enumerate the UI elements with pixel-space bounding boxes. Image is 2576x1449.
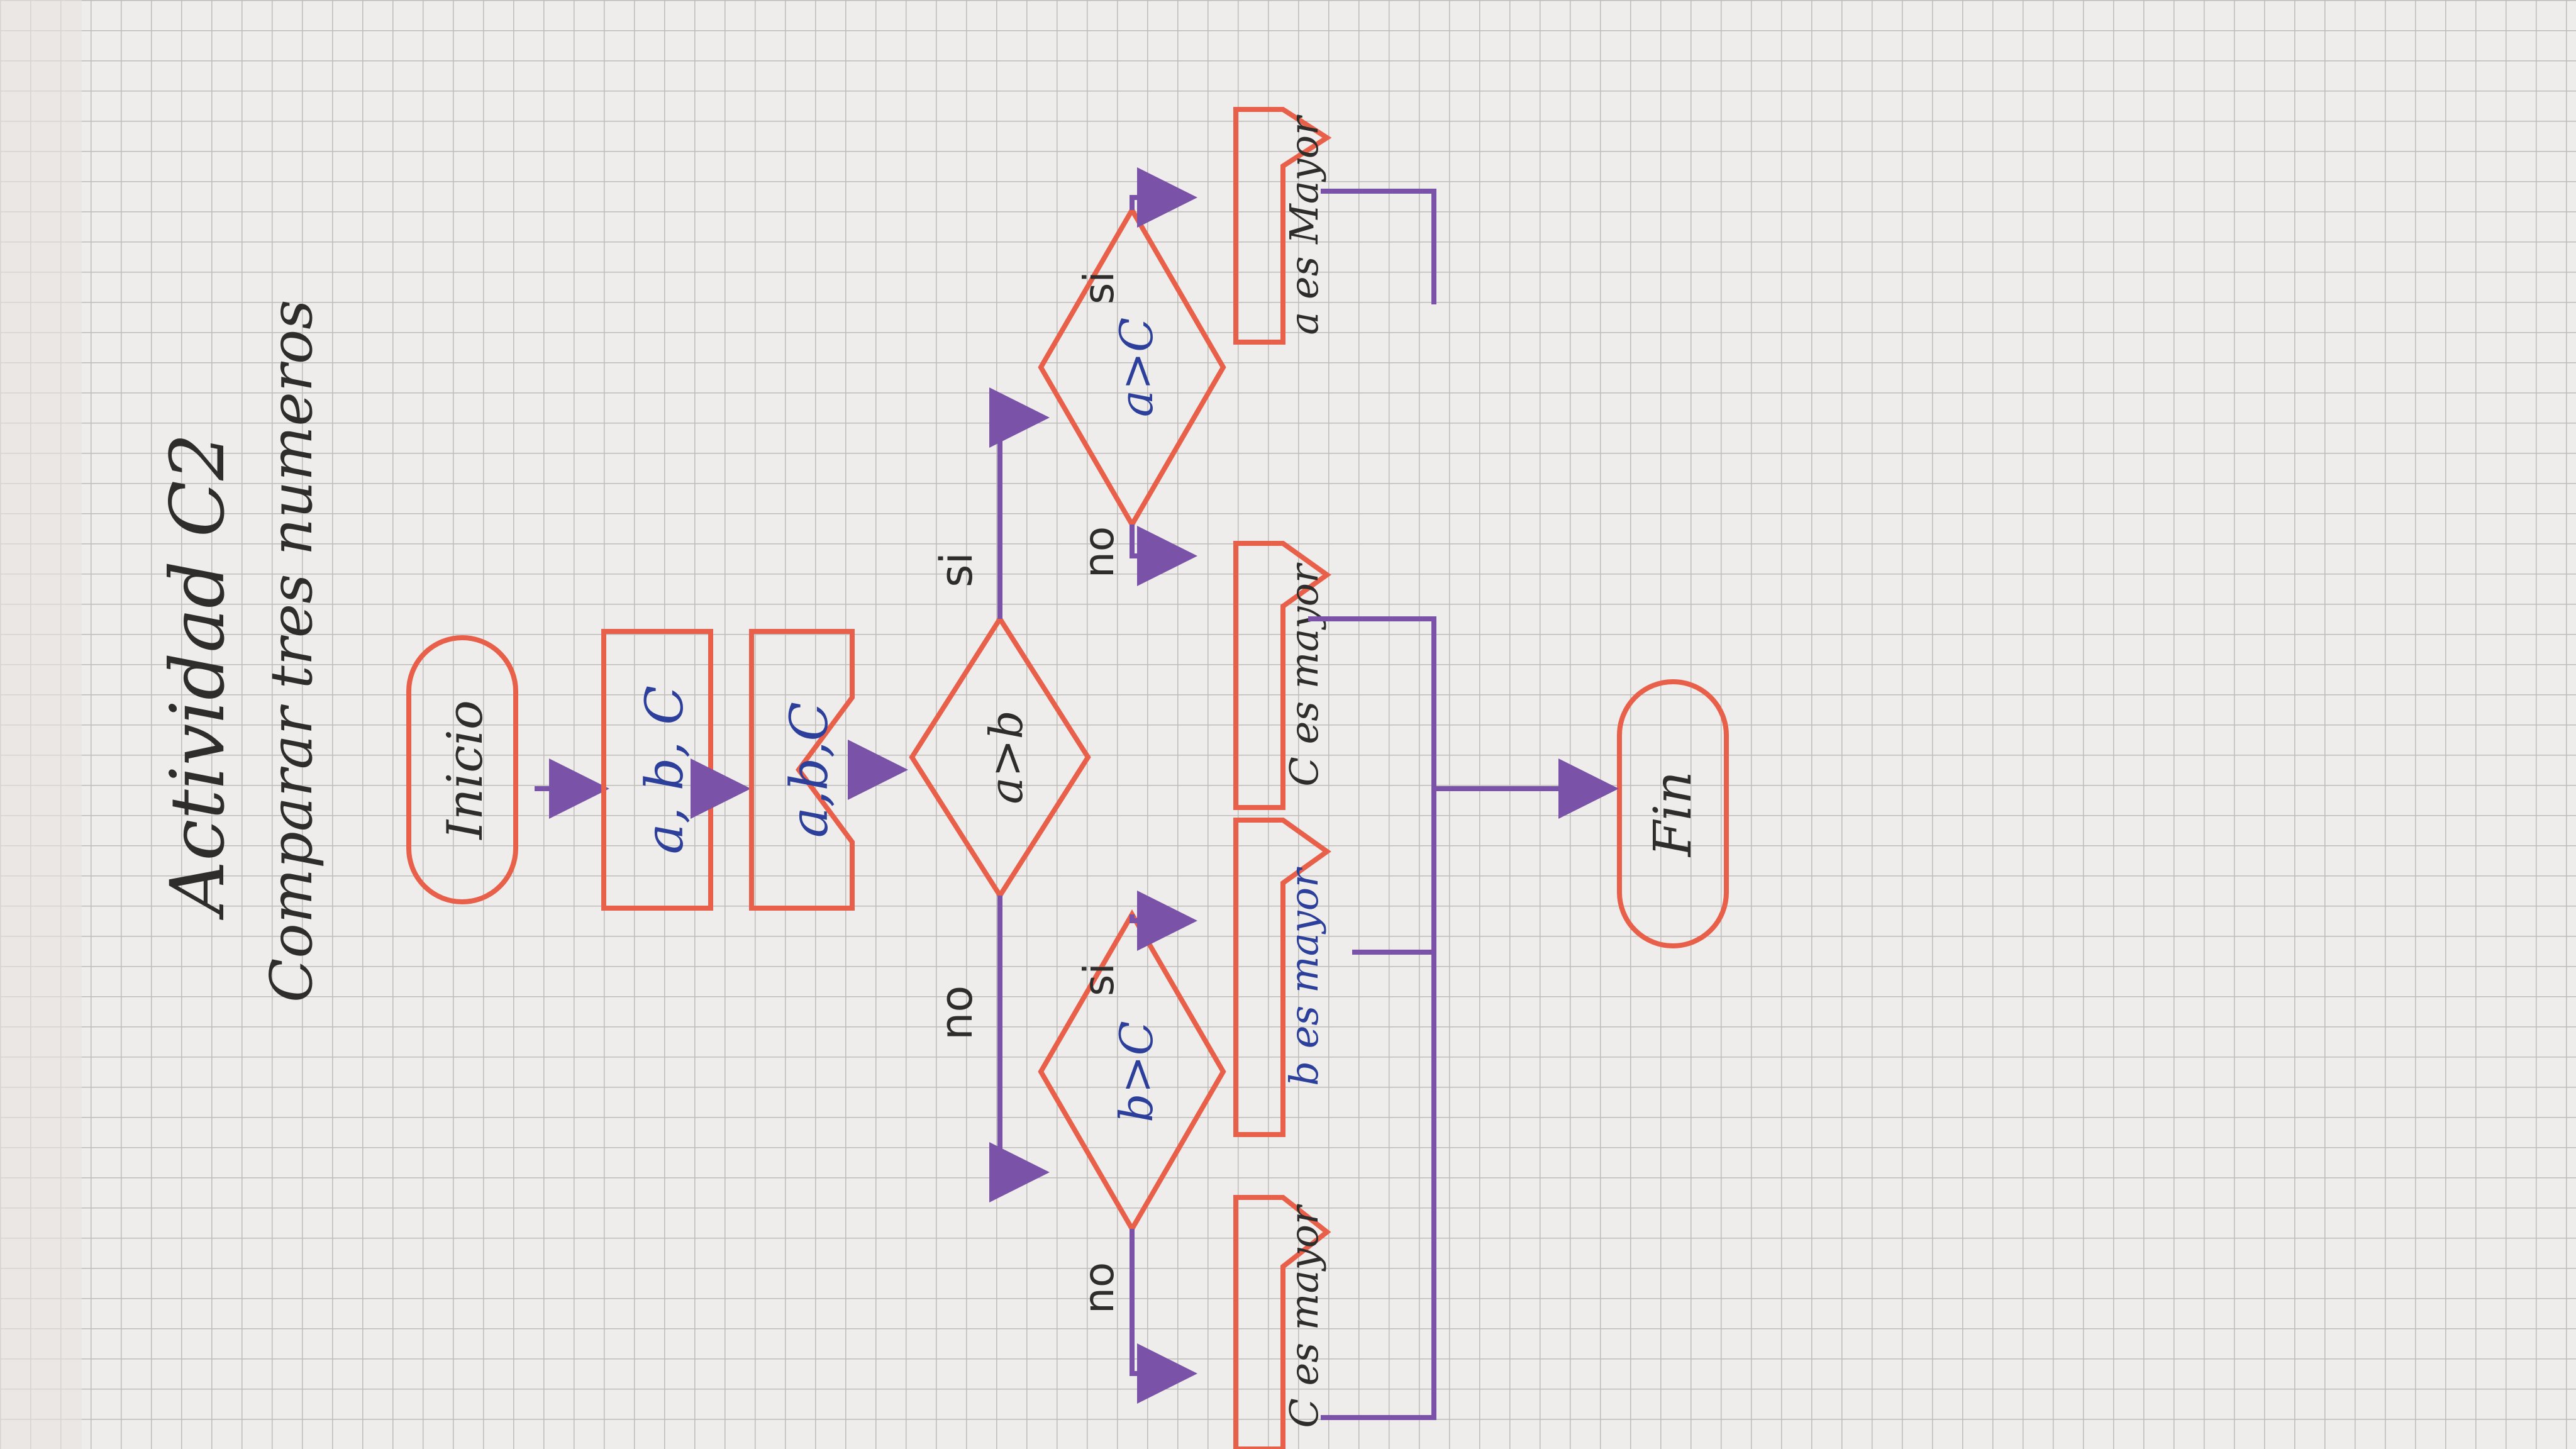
output-c1-label: C es mayor — [1281, 562, 1327, 786]
no-branch-line-1 — [989, 896, 1050, 1202]
d3-label: b>C — [1110, 1021, 1163, 1123]
page-title: Actividad C2 — [154, 433, 241, 920]
d1-no-label: no — [931, 985, 982, 1040]
display-values-label: a,b,C — [780, 702, 840, 838]
input-box: a, b, C — [601, 629, 713, 911]
d3-yes-label: si — [1075, 963, 1123, 996]
output-a-es-mayor: a es Mayor — [1233, 107, 1332, 345]
yes-branch-line-2 — [1130, 891, 1197, 951]
output-b-es-mayor: b es mayor — [1233, 818, 1331, 1137]
output-a-label: a es Mayor — [1281, 114, 1327, 335]
d2-yes-label: si — [1075, 271, 1123, 304]
yes-branch-line-1 — [989, 387, 1050, 619]
yes-branch-line-3 — [1130, 167, 1197, 228]
d1-yes-label: si — [931, 552, 982, 587]
output-c-es-mayor-left: C es mayor — [1233, 1195, 1331, 1449]
read-values-label: a, b, C — [635, 686, 695, 854]
display-box: a,b,C — [749, 629, 855, 911]
output-c2-label: C es mayor — [1281, 1204, 1327, 1428]
merge-right-line — [1321, 189, 1436, 304]
start-label: Inicio — [437, 700, 494, 841]
d2-no-label: no — [1075, 526, 1123, 578]
page-content: Actividad C2 Comparar tres numeros Inici… — [154, 107, 1729, 1449]
d3-no-label: no — [1075, 1262, 1123, 1314]
no-branch-line-3 — [1130, 525, 1197, 586]
start-terminal: Inicio — [406, 635, 518, 904]
page-margin — [0, 0, 82, 1449]
end-terminal: Fin — [1617, 679, 1729, 948]
d2-label: a>C — [1110, 318, 1163, 417]
end-label: Fin — [1643, 771, 1703, 858]
no-branch-line-2 — [1130, 1229, 1197, 1404]
output-b-label: b es mayor — [1281, 867, 1327, 1086]
decision-a-gt-c: a>C — [1038, 205, 1226, 530]
output-c-es-mayor-right: C es mayor — [1233, 541, 1331, 810]
merge-left-line — [1321, 950, 1436, 1420]
merge-mid-line — [1308, 616, 1459, 791]
d1-label: a>b — [980, 710, 1033, 804]
page-subtitle: Comparar tres numeros — [258, 300, 325, 1002]
